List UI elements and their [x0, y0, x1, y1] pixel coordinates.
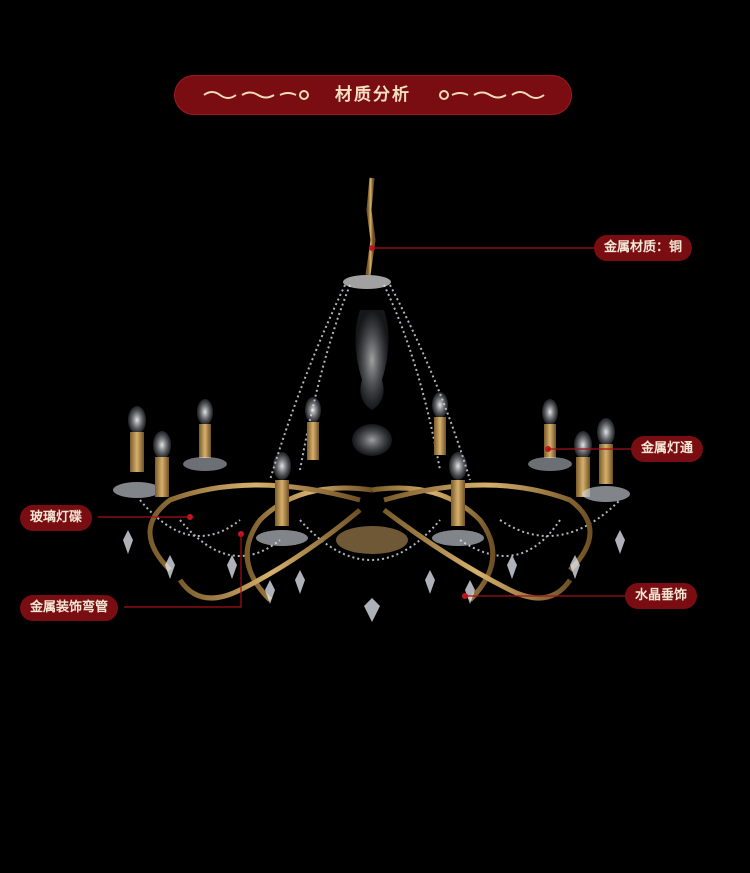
crystal-drops [123, 530, 625, 622]
leader-lines [98, 245, 631, 608]
top-canopy [343, 275, 391, 289]
callout-metal-cup: 金属灯通 [631, 436, 704, 462]
section-title-banner: 材质分析 [174, 75, 572, 115]
left-flourish-ornament [203, 90, 309, 100]
right-flourish-ornament [439, 90, 545, 100]
candle-lights [113, 392, 630, 546]
central-glass-column [336, 310, 408, 554]
callout-metal-material: 金属材质：铜 [594, 235, 693, 261]
banner-title: 材质分析 [335, 85, 411, 105]
hanging-rod [365, 177, 376, 276]
brass-arms [147, 482, 593, 602]
callout-metal-bent-tube: 金属装饰弯管 [20, 595, 119, 621]
callout-glass-dish: 玻璃灯碟 [20, 505, 93, 531]
callout-crystal-pendant: 水晶垂饰 [625, 583, 698, 609]
